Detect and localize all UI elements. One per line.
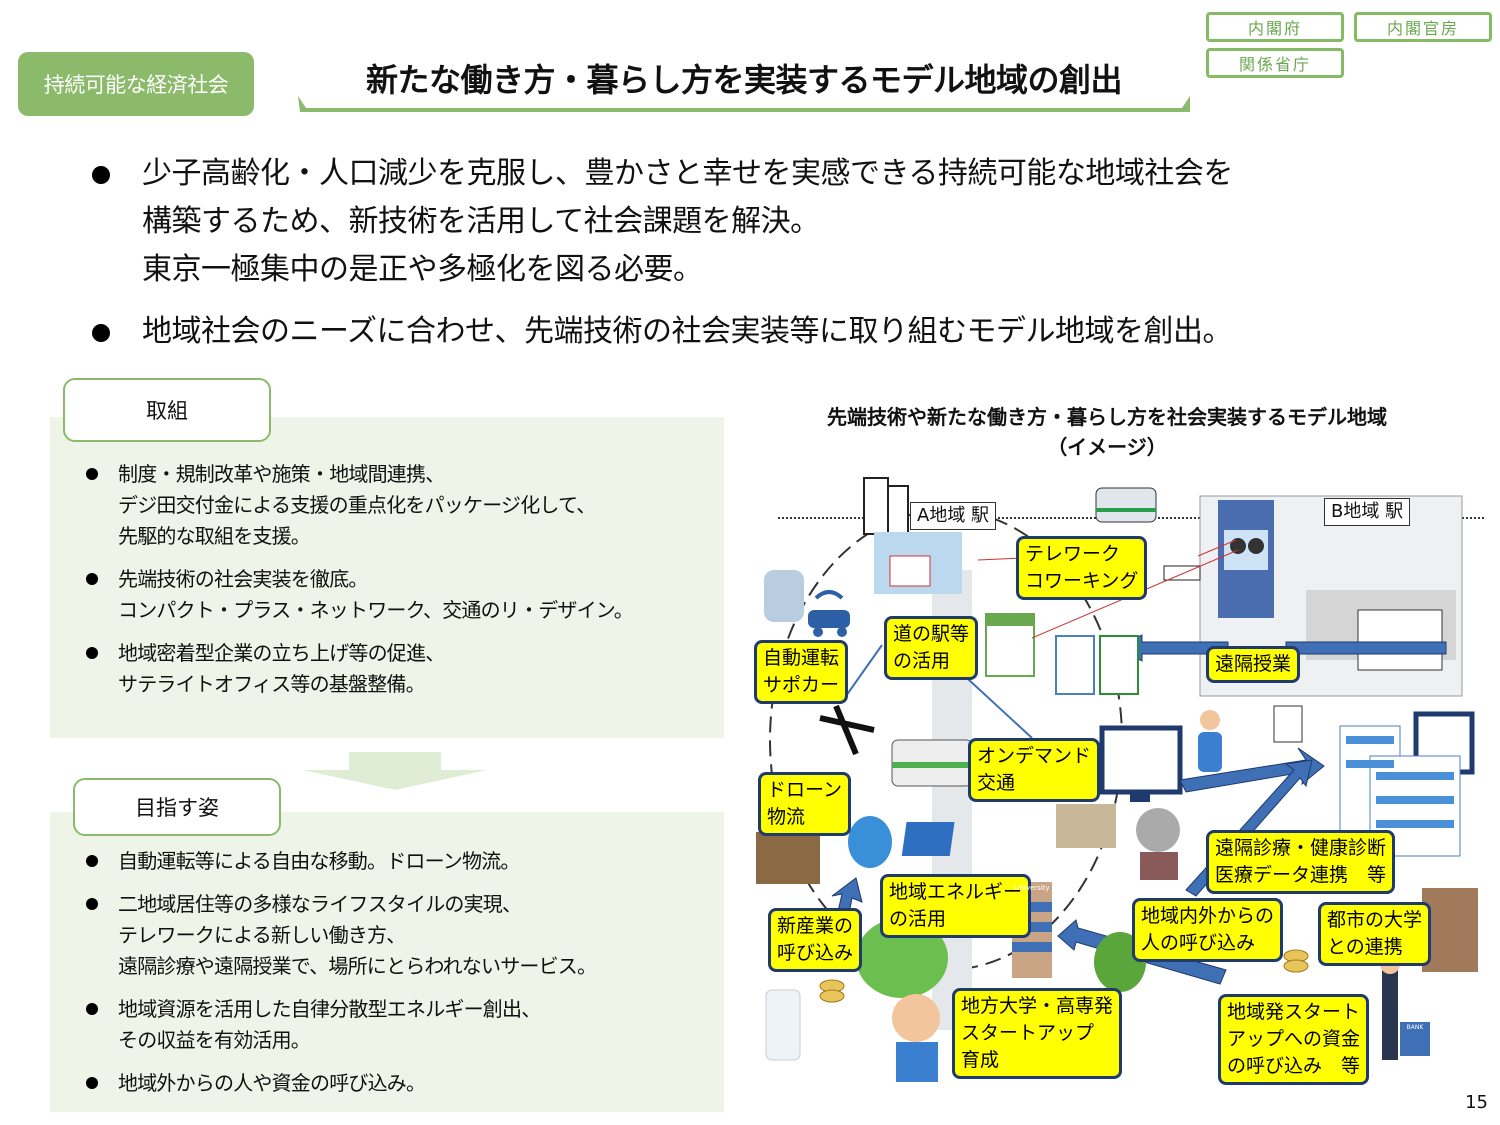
initiative-item: 地域密着型企業の立ち上げ等の促進、 サテライトオフィス等の基盤整備。 <box>72 638 714 700</box>
label-drone: ドローン 物流 <box>758 772 852 836</box>
page-number: 15 <box>1465 1092 1488 1113</box>
figure-title: 先端技術や新たな働き方・暮らし方を社会実装するモデル地域 （イメージ） <box>827 405 1387 459</box>
intro-item: 少子高齢化・人口減少を克服し、豊かさと幸せを実感できる持続可能な地域社会を 構築… <box>88 150 1448 294</box>
label-new-industry: 新産業の 呼び込み <box>768 908 863 972</box>
title-underline <box>298 96 1190 112</box>
bullet-icon <box>86 647 98 659</box>
label-michinoeki: 道の駅等 の活用 <box>884 616 979 680</box>
label-funding: 地域発スタート アップへの資金 の呼び込み 等 <box>1218 994 1370 1085</box>
goal-item: 二地域居住等の多様なライフスタイルの実現、 テレワークによる新しい働き方、 遠隔… <box>72 889 714 982</box>
ministry-tag-cabinet-secretariat: 内閣官房 <box>1354 12 1492 42</box>
label-energy: 地域エネルギー の活用 <box>880 874 1032 938</box>
initiatives-list: 制度・規制改革や施策・地域間連携、 デジ田交付金による支援の重点化をパッケージ化… <box>72 459 714 700</box>
page-title: 新たな働き方・暮らし方を実装するモデル地域の創出 <box>365 61 1123 99</box>
goals-tab: 目指す姿 <box>73 778 281 836</box>
goals-panel: 自動運転等による自由な移動。ドローン物流。 二地域居住等の多様なライフスタイルの… <box>50 812 724 1112</box>
bullet-icon <box>86 1077 98 1089</box>
bullet-icon <box>86 468 98 480</box>
initiatives-panel: 制度・規制改革や施策・地域間連携、 デジ田交付金による支援の重点化をパッケージ化… <box>50 417 724 738</box>
ministry-tag-related-ministries: 関係省庁 <box>1206 48 1344 78</box>
bank-sign: BANK <box>1406 1024 1424 1031</box>
label-startup: 地方大学・高専発 スタートアップ 育成 <box>952 988 1123 1079</box>
intro-item: 地域社会のニーズに合わせ、先端技術の社会実装等に取り組むモデル地域を創出。 <box>88 308 1448 356</box>
goal-item: 地域外からの人や資金の呼び込み。 <box>72 1068 714 1099</box>
intro-bullets: 少子高齢化・人口減少を克服し、豊かさと幸せを実感できる持続可能な地域社会を 構築… <box>88 150 1448 356</box>
bullet-icon <box>86 1003 98 1015</box>
bullet-icon <box>86 573 98 585</box>
station-a-label: A地域 駅 <box>910 502 997 530</box>
initiative-item: 先端技術の社会実装を徹底。 コンパクト・プラス・ネットワーク、交通のリ・デザイン… <box>72 564 714 626</box>
bullet-icon <box>92 324 110 342</box>
initiative-item: 制度・規制改革や施策・地域間連携、 デジ田交付金による支援の重点化をパッケージ化… <box>72 459 714 552</box>
label-city-university: 都市の大学 との連携 <box>1318 902 1432 966</box>
ministry-tag-cabinet-office: 内閣府 <box>1206 12 1344 42</box>
bullet-icon <box>86 855 98 867</box>
goal-item: 地域資源を活用した自律分散型エネルギー創出、 その収益を有効活用。 <box>72 994 714 1056</box>
label-people-attraction: 地域内外からの 人の呼び込み <box>1132 898 1284 962</box>
goals-list: 自動運転等による自由な移動。ドローン物流。 二地域居住等の多様なライフスタイルの… <box>72 846 714 1099</box>
down-arrow-icon <box>303 752 487 790</box>
label-remote-medical: 遠隔診療・健康診断 医療データ連携 等 <box>1206 830 1396 894</box>
station-b-label: B地域 駅 <box>1324 498 1411 526</box>
initiatives-tab: 取組 <box>63 378 271 442</box>
bullet-icon <box>92 166 110 184</box>
university-sign: University <box>1014 884 1050 892</box>
goal-item: 自動運転等による自由な移動。ドローン物流。 <box>72 846 714 877</box>
label-telework: テレワーク コワーキング <box>1016 536 1148 600</box>
label-ondemand: オンデマンド 交通 <box>968 738 1101 802</box>
model-region-illustration: A地域 駅 B地域 駅 テレワーク コワーキング 道の駅等 の活用 自動運転 サ… <box>746 470 1486 1090</box>
label-autodrive: 自動運転 サポカー <box>754 640 849 704</box>
bullet-icon <box>86 898 98 910</box>
label-remote-class: 遠隔授業 <box>1206 646 1301 683</box>
category-badge: 持続可能な経済社会 <box>18 52 254 116</box>
